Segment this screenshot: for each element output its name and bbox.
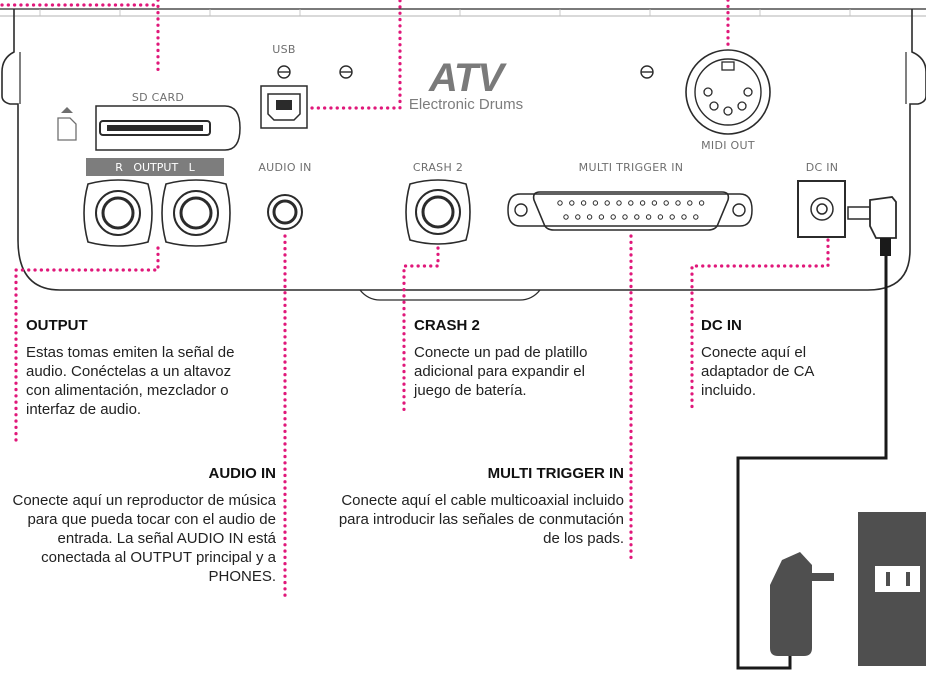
output-jack-r[interactable] [83,179,153,247]
sd-eject-icon [57,107,77,141]
logo-subtitle: Electronic Drums [409,96,523,113]
connector-pin [622,214,628,220]
crash2-label: CRASH 2 [413,161,463,174]
sd-card-label: SD CARD [132,91,184,104]
connector-pin [639,200,646,206]
annotation-title: MULTI TRIGGER IN [487,465,624,482]
annotation-title: DC IN [701,317,742,334]
connector-pin [634,214,640,220]
midi-out-label: MIDI OUT [701,139,755,152]
usb-port[interactable] [260,85,308,129]
connector-pin [586,214,593,220]
atv-logo: ATV [428,56,508,100]
connector-pin [604,200,610,206]
connector-pin [663,200,669,206]
annotation-body: Conecte aquí el adaptador de CA incluido… [701,344,814,399]
annotation-crash2: CRASH 2 Conecte un pad de platillo adici… [414,316,614,400]
annotation-output: OUTPUT Estas tomas emiten la señal de au… [26,316,256,419]
annotation-body: Conecte aquí un reproductor de música pa… [12,492,277,585]
output-label-bar [86,158,224,176]
connector-pin [628,200,634,206]
crash2-jack[interactable] [405,179,471,245]
connector-pin [592,200,599,206]
connector-pin [563,214,569,220]
screw-icon [277,65,291,79]
annotation-dc-in: DC IN Conecte aquí el adaptador de CA in… [701,316,851,400]
connector-pin [651,200,658,206]
annotation-body: Conecte un pad de platillo adicional par… [414,344,588,399]
annotation-body: Conecte aquí el cable multicoaxial inclu… [338,492,624,547]
audio-in-label: AUDIO IN [258,161,311,174]
audio-in-jack[interactable] [267,194,303,230]
power-cable [736,238,888,670]
annotation-title: AUDIO IN [208,465,277,482]
connector-pin [575,214,581,220]
usb-label: USB [272,43,295,56]
connector-pin [669,214,675,220]
connector-pin [687,200,693,206]
annotation-multi-trigger: MULTI TRIGGER IN Conecte aquí el cable m… [330,464,624,548]
multi-trigger-port[interactable] [507,191,753,231]
leader-dc-in [690,238,830,414]
multi-trigger-label: MULTI TRIGGER IN [579,161,684,174]
connector-pin [580,200,587,206]
annotation-audio-in: AUDIO IN Conecte aquí un reproductor de … [6,464,277,586]
leader-usb-logo [310,0,402,110]
dc-plug [847,196,897,239]
connector-pin [657,214,664,220]
connector-pin [610,214,616,220]
midi-out-port[interactable] [685,49,771,135]
screw-icon [640,65,654,79]
connector-pin [616,200,622,206]
dc-in-jack[interactable] [797,180,846,238]
sd-card-slot[interactable] [95,105,241,151]
svg-text:ATV: ATV [428,56,507,100]
output-jack-l[interactable] [161,179,231,247]
connector-pin [693,214,699,220]
leader-output [14,246,160,447]
connector-pin [645,214,652,220]
leader-crash2 [402,246,440,414]
dc-in-label: DC IN [806,161,839,174]
connector-pin [598,214,605,220]
annotation-title: OUTPUT [26,317,88,334]
ac-adapter [770,552,834,656]
output-bar-label: R OUTPUT L [115,161,195,174]
annotation-title: CRASH 2 [414,317,480,334]
connector-pin [557,200,563,206]
screw-icon [339,65,353,79]
wall-outlet [858,512,926,666]
rear-panel-outline [1,9,926,291]
annotation-body: Estas tomas emiten la señal de audio. Co… [26,344,235,418]
connector-pin [698,200,705,206]
connector-pin [569,200,575,206]
connector-pin [675,200,681,206]
connector-pin [681,214,687,220]
